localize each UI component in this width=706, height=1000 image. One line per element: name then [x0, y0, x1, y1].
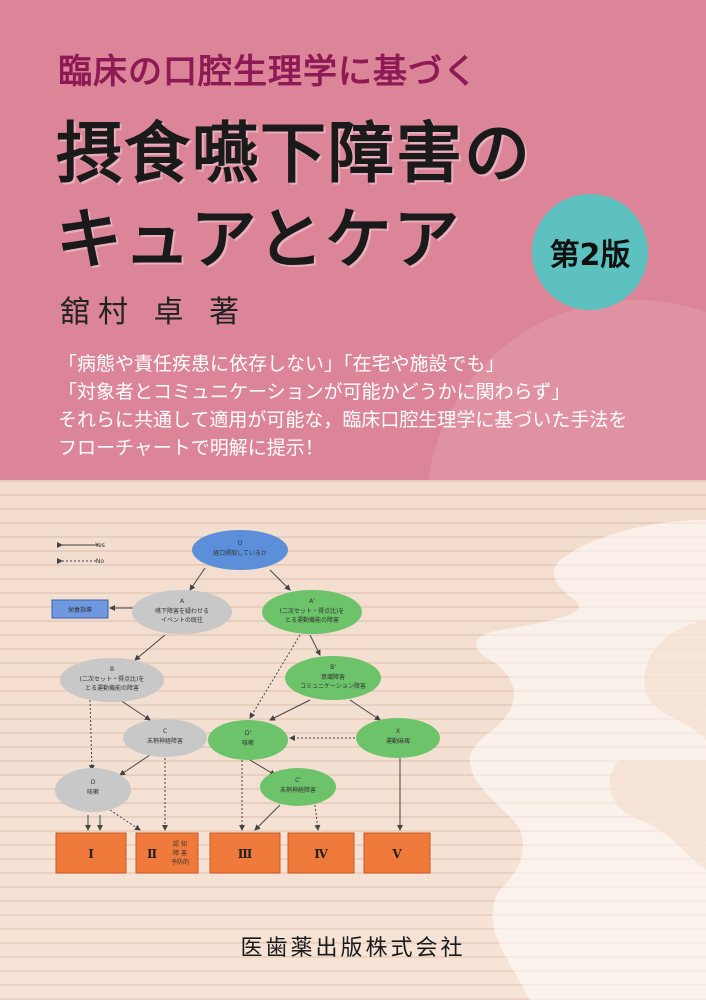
node-a-prime-text: (二次セット・得点比)を — [280, 607, 345, 615]
node-b-prime-text: 意識障害 — [321, 673, 345, 681]
description-line: 「対象者とコミュニケーションが可能かどうかに関わらず」 — [58, 381, 571, 403]
node-o-text: 経口摂取しているか — [213, 549, 267, 557]
node-a-text: イベントの既往 — [161, 616, 203, 624]
outcome-label: Ⅳ — [314, 847, 328, 861]
node-b: B (二次セット・得点比)を とる運動機能の障害 — [60, 658, 164, 702]
book-title-line1: 摂食嚥下障害の — [56, 115, 532, 192]
outcome-label: Ⅱ — [147, 847, 157, 861]
cover-description: 「病態や責任疾患に依存しない」「在宅や施設でも」 「対象者とコミュニケーションが… — [58, 350, 678, 462]
node-a: A 嚥下障害を疑わせる イベントの既往 — [132, 590, 232, 634]
edition-label: 第2版 — [549, 238, 631, 273]
node-a-prime-letter: A' — [309, 598, 315, 605]
legend-yes-label: Yes — [94, 542, 105, 549]
node-c-prime-text: 末梢神経障害 — [280, 786, 316, 794]
node-d-prime-letter: D' — [245, 730, 252, 737]
node-b-text: (二次セット・得点比)を — [80, 675, 145, 683]
nasal-cavity-shape — [644, 620, 706, 740]
node-c-prime-letter: C' — [295, 777, 301, 784]
node-b-prime-letter: B' — [330, 664, 336, 671]
oral-cavity-shape — [609, 760, 706, 870]
node-o: O 経口摂取しているか — [192, 530, 288, 570]
outcome-box-1: Ⅰ — [55, 832, 127, 874]
outcome-box-3: Ⅲ — [209, 832, 281, 874]
node-b-letter: B — [110, 666, 114, 673]
outcome-sub-label: 障 害 — [173, 849, 187, 857]
outcome-box-2: Ⅱ 認 知 障 害 予防的 — [135, 832, 199, 874]
side-box-label: 栄養指導 — [68, 606, 92, 614]
outcome-label: Ⅰ — [88, 847, 94, 861]
author-name: 舘村 卓 著 — [60, 295, 248, 330]
description-line: 「病態や責任疾患に依存しない」「在宅や施設でも」 — [58, 353, 505, 375]
node-a-prime-text: とる運動機能の障害 — [285, 616, 339, 624]
node-a-text: 嚥下障害を疑わせる — [155, 607, 209, 615]
node-x-text: 運動麻痺 — [386, 737, 410, 745]
outcome-label: Ⅴ — [391, 847, 402, 861]
node-b-text: とる運動機能の障害 — [85, 684, 139, 692]
node-d-text: 咳嗽 — [87, 788, 99, 796]
outcome-sub-label: 予防的 — [171, 858, 189, 866]
node-c-text: 末梢神経障害 — [147, 737, 183, 745]
description-line: フローチャートで明解に提示！ — [58, 437, 324, 459]
node-a-prime: A' (二次セット・得点比)を とる運動機能の障害 — [262, 590, 362, 634]
node-c: C 末梢神経障害 — [123, 719, 207, 757]
legend-no-label: No — [96, 558, 104, 565]
outcome-sub-label: 認 知 — [173, 840, 187, 848]
node-c-prime: C' 末梢神経障害 — [260, 768, 336, 806]
book-title-line2: キュアとケア — [56, 201, 462, 278]
node-d: D 咳嗽 — [55, 768, 131, 812]
description-line: それらに共通して適用が可能な，臨床口腔生理学に基づいた手法を — [58, 409, 628, 431]
publisher-name: 医歯薬出版株式会社 — [240, 936, 466, 961]
node-b-prime-text: コミュニケーション障害 — [300, 682, 366, 690]
outcome-label: Ⅲ — [238, 847, 253, 861]
face-profile-shape — [470, 520, 706, 1000]
node-d-letter: D — [91, 779, 96, 786]
outcome-box-4: Ⅳ — [287, 832, 355, 874]
node-o-letter: O — [238, 540, 243, 547]
edition-badge: 第2版 — [532, 194, 648, 310]
outcome-box-5: Ⅴ — [363, 832, 431, 874]
node-a-letter: A — [180, 598, 185, 605]
node-d-prime: D' 咳嗽 — [208, 720, 288, 760]
node-d-prime-text: 咳嗽 — [242, 739, 254, 747]
node-x: X 運動麻痺 — [356, 718, 440, 758]
node-c-letter: C — [163, 728, 167, 735]
nutrition-guidance-box — [51, 599, 109, 619]
book-subtitle: 臨床の口腔生理学に基づく — [58, 52, 478, 92]
node-x-letter: X — [396, 728, 400, 735]
node-b-prime: B' 意識障害 コミュニケーション障害 — [285, 656, 381, 700]
flowchart-connectors — [85, 567, 403, 831]
